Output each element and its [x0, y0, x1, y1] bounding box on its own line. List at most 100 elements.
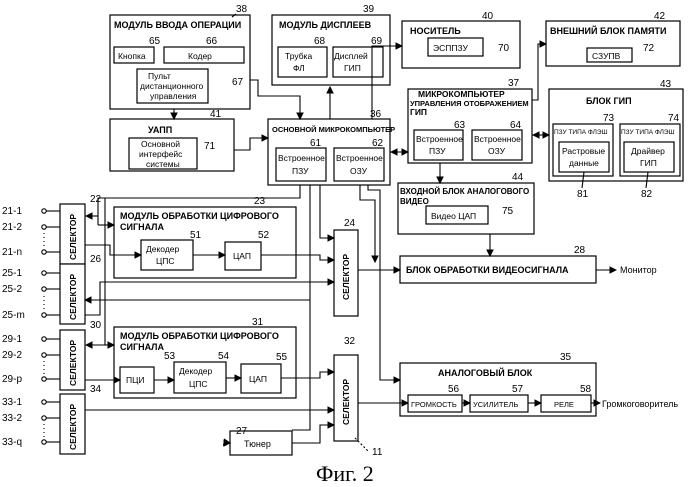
ref-55: 55 [276, 352, 288, 363]
ref-34: 34 [90, 384, 102, 395]
main-rom-label-2: ПЗУ [292, 166, 309, 176]
tuner-label: Тюнер [244, 439, 271, 449]
external-memory-title: ВНЕШНИЙ БЛОК ПАМЯТИ [550, 25, 666, 36]
selector-24-label: СЕЛЕКТОР [341, 254, 351, 300]
ref-68: 68 [314, 36, 326, 47]
fl-tube-label-1: Трубка [285, 51, 312, 61]
ref-63: 63 [454, 120, 466, 131]
ref-32: 32 [344, 336, 356, 347]
remote-label-1: Пульт [148, 71, 171, 81]
uapp-title: УАПП [148, 125, 172, 135]
flash1-title: ПЗУ ТИПА ФЛЭШ [554, 129, 608, 136]
analog-video-input: ВХОДНОЙ БЛОК АНАЛОГОВОГО ВИДЕО 44 Видео … [398, 172, 534, 234]
display-module-title: МОДУЛЬ ДИСПЛЕЕВ [279, 20, 372, 30]
input-25-m: 25-m [2, 310, 25, 321]
uapp-block: УАПП 41 Основной интерфейс системы 71 [110, 109, 234, 171]
input-33-2: 33-2 [2, 413, 22, 424]
disp-ram-label-2: ОЗУ [488, 146, 506, 156]
main-microcomputer: ОСНОВНОЙ МИКРОКОМПЬЮТЕР 36 Встроенное ПЗ… [268, 109, 395, 185]
ref-57: 57 [512, 384, 524, 395]
input-terminals: 21-1 21-2 21-n 25-1 25-2 25-m 29-1 29-2 … [2, 206, 25, 448]
ref-56: 56 [448, 384, 460, 395]
ref-67: 67 [232, 77, 244, 88]
ref-65: 65 [149, 36, 161, 47]
monitor-label: Монитор [620, 265, 657, 275]
dig2-title-2: СИГНАЛА [120, 342, 164, 352]
main-ram-label-2: ОЗУ [350, 166, 368, 176]
disp-rom-label-2: ПЗУ [429, 146, 446, 156]
carrier-title: НОСИТЕЛЬ [410, 26, 461, 36]
ref-28: 28 [574, 245, 586, 256]
button-label: Кнопка [118, 51, 146, 61]
ref-70: 70 [498, 43, 510, 54]
dig1-title-1: МОДУЛЬ ОБРАБОТКИ ЦИФРОВОГО [120, 211, 279, 221]
dac2-label: ЦАП [249, 374, 267, 384]
ref-42: 42 [654, 11, 666, 22]
carrier-block: НОСИТЕЛЬ 40 ЭСППЗУ 70 [402, 11, 520, 68]
input-33-1: 33-1 [2, 397, 22, 408]
gip-block: БЛОК ГИП 43 ПЗУ ТИПА ФЛЭШ Растровые данн… [549, 79, 683, 200]
pci-label: ПЦИ [126, 375, 145, 385]
ref-69: 69 [371, 36, 383, 47]
eeprom-label: ЭСППЗУ [433, 43, 469, 53]
dec1-label-1: Декодер [146, 244, 180, 254]
ref-61: 61 [310, 138, 322, 149]
sysif-label-1: Основной [141, 139, 180, 149]
analog-block: АНАЛОГОВЫЙ БЛОК 35 ГРОМКОСТЬ 56 УСИЛИТЕЛ… [400, 352, 678, 416]
input-21-n: 21-n [2, 247, 22, 258]
video-processing-block: БЛОК ОБРАБОТКИ ВИДЕОСИГНАЛА 28 Монитор [400, 245, 657, 283]
input-lines [42, 209, 60, 444]
ref-51: 51 [190, 230, 202, 241]
ref-71: 71 [204, 141, 216, 152]
ref-58: 58 [580, 384, 592, 395]
tuner-block: Тюнер 27 [230, 426, 292, 455]
sysif-label-3: системы [146, 159, 180, 169]
input-29-p: 29-p [2, 374, 22, 385]
ref-64: 64 [510, 120, 522, 131]
main-microcomputer-title: ОСНОВНОЙ МИКРОКОМПЬЮТЕР [272, 125, 395, 134]
ref-27: 27 [236, 426, 248, 437]
ref-53: 53 [164, 351, 176, 362]
gip-display-label-1: Дисплей [334, 51, 368, 61]
input-25-1: 25-1 [2, 268, 22, 279]
selector-34-label: СЕЛЕКТОР [68, 404, 78, 450]
anain-title-1: ВХОДНОЙ БЛОК АНАЛОГОВОГО [400, 187, 529, 196]
ref-26: 26 [90, 254, 102, 265]
sysif-label-2: интерфейс [139, 149, 183, 159]
ref-66: 66 [206, 36, 218, 47]
ref-37: 37 [508, 78, 520, 89]
disp-rom-label-1: Встроенное [416, 134, 463, 144]
disp-ram-label-1: Встроенное [474, 134, 521, 144]
remote-label-3: управления [150, 91, 197, 101]
input-21-2: 21-2 [2, 222, 22, 233]
display-microcomputer: МИКРОКОМПЬЮТЕР УПРАВЛЕНИЯ ОТОБРАЖЕНИЕМ Г… [408, 78, 532, 163]
relay-label: РЕЛЕ [554, 400, 574, 409]
ref-54: 54 [218, 351, 230, 362]
analog-block-title: АНАЛОГОВЫЙ БЛОК [438, 367, 533, 378]
ref-22: 22 [90, 194, 102, 205]
input-25-2: 25-2 [2, 284, 22, 295]
flash2-title: ПЗУ ТИПА ФЛЭШ [621, 129, 675, 136]
ref-44: 44 [512, 172, 524, 183]
ref-72: 72 [643, 43, 655, 54]
dec2-label-1: Декодер [179, 366, 213, 376]
coder-label: Кодер [188, 51, 212, 61]
ref-24: 24 [344, 218, 356, 229]
ref-81: 81 [577, 189, 589, 200]
gip-driver-label-1: Драйвер [631, 146, 665, 156]
ref-39: 39 [363, 4, 375, 15]
ref-41: 41 [210, 109, 222, 120]
gip-display-label-2: ГИП [344, 63, 361, 73]
gip-driver-label-2: ГИП [640, 158, 657, 168]
selector-26-label: СЕЛЕКТОР [68, 274, 78, 320]
speaker-label: Громкоговоритель [602, 399, 678, 409]
digital-module-1: МОДУЛЬ ОБРАБОТКИ ЦИФРОВОГО СИГНАЛА 23 Де… [114, 196, 296, 278]
main-ram-label-1: Встроенное [336, 153, 383, 163]
selector-22-label: СЕЛЕКТОР [68, 214, 78, 260]
selector-32-label: СЕЛЕКТОР [341, 379, 351, 425]
ref-73: 73 [603, 113, 615, 124]
volume-label: ГРОМКОСТЬ [411, 400, 457, 409]
dig2-title-1: МОДУЛЬ ОБРАБОТКИ ЦИФРОВОГО [120, 331, 279, 341]
dac1-label: ЦАП [233, 251, 251, 261]
